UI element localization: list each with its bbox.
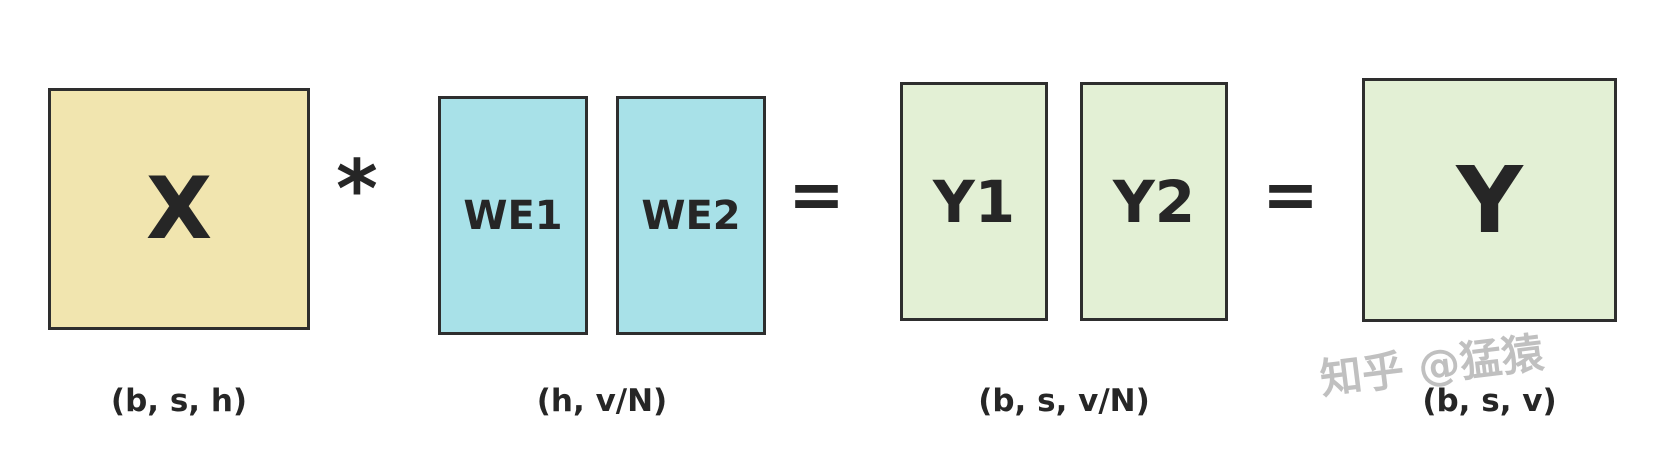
matrix-y1-label: Y1 xyxy=(932,167,1016,236)
matrix-we2-box: WE2 xyxy=(616,96,766,335)
matrix-y-label: Y xyxy=(1456,146,1523,254)
matrix-y1-box: Y1 xyxy=(900,82,1048,321)
matrix-y2-box: Y2 xyxy=(1080,82,1228,321)
dim-label-y12: (b, s, v/N) xyxy=(978,383,1150,419)
matrix-y2-label: Y2 xyxy=(1112,167,1196,236)
equals-operator-1: = xyxy=(788,156,845,235)
dim-label-y: (b, s, v) xyxy=(1422,383,1557,419)
equals-operator-2: = xyxy=(1262,156,1319,235)
matrix-x-box: X xyxy=(48,88,310,330)
matrix-we1-label: WE1 xyxy=(463,192,563,239)
matrix-we2-label: WE2 xyxy=(641,192,741,239)
multiply-operator: * xyxy=(336,143,378,236)
matrix-x-label: X xyxy=(145,159,213,259)
matrix-we1-box: WE1 xyxy=(438,96,588,335)
matrix-y-box: Y xyxy=(1362,78,1617,322)
dim-label-we: (h, v/N) xyxy=(536,383,668,419)
dim-label-x: (b, s, h) xyxy=(110,383,248,419)
